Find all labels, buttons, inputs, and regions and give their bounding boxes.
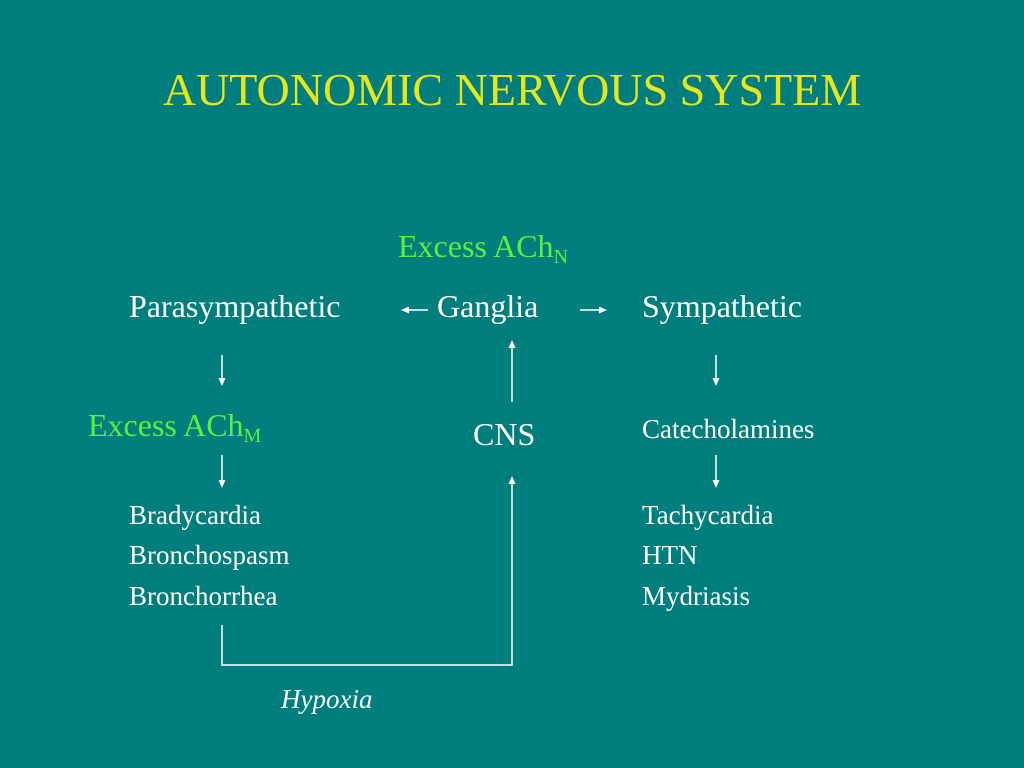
excess-ach-n-text: Excess ACh bbox=[398, 228, 554, 264]
parasympathetic-effect-1: Bradycardia bbox=[129, 500, 261, 530]
arrowhead-up-cns bbox=[508, 476, 516, 484]
excess-ach-m-label: Excess AChM bbox=[88, 409, 261, 446]
arrowhead-down-para-1 bbox=[218, 378, 226, 386]
arrowhead-down-symp-1 bbox=[712, 378, 720, 386]
hypoxia-label: Hypoxia bbox=[281, 684, 373, 714]
excess-ach-n-label: Excess AChN bbox=[398, 230, 568, 267]
parasympathetic-label: Parasympathetic bbox=[129, 288, 341, 324]
slide-title: AUTONOMIC NERVOUS SYSTEM bbox=[162, 64, 862, 115]
ganglia-label: Ganglia bbox=[437, 288, 539, 324]
sympathetic-effect-1: Tachycardia bbox=[642, 500, 774, 530]
arrowhead-up-ganglia bbox=[508, 340, 516, 348]
arrowhead-left bbox=[401, 306, 409, 314]
hypoxia-loop-line bbox=[221, 482, 513, 666]
excess-ach-n-subscript: N bbox=[553, 246, 568, 268]
sympathetic-label: Sympathetic bbox=[642, 288, 802, 324]
sympathetic-effect-3: Mydriasis bbox=[642, 581, 750, 611]
arrowhead-down-symp-2 bbox=[712, 480, 720, 488]
arrowhead-right bbox=[599, 306, 607, 314]
sympathetic-effect-2: HTN bbox=[642, 540, 698, 570]
excess-ach-m-text: Excess ACh bbox=[88, 407, 244, 443]
excess-ach-m-subscript: M bbox=[243, 425, 262, 447]
parasympathetic-effect-2: Bronchospasm bbox=[129, 540, 290, 570]
arrowhead-down-para-2 bbox=[218, 480, 226, 488]
parasympathetic-effect-3: Bronchorrhea bbox=[129, 581, 278, 611]
cns-label: CNS bbox=[473, 416, 536, 452]
catecholamines-label: Catecholamines bbox=[642, 414, 815, 444]
